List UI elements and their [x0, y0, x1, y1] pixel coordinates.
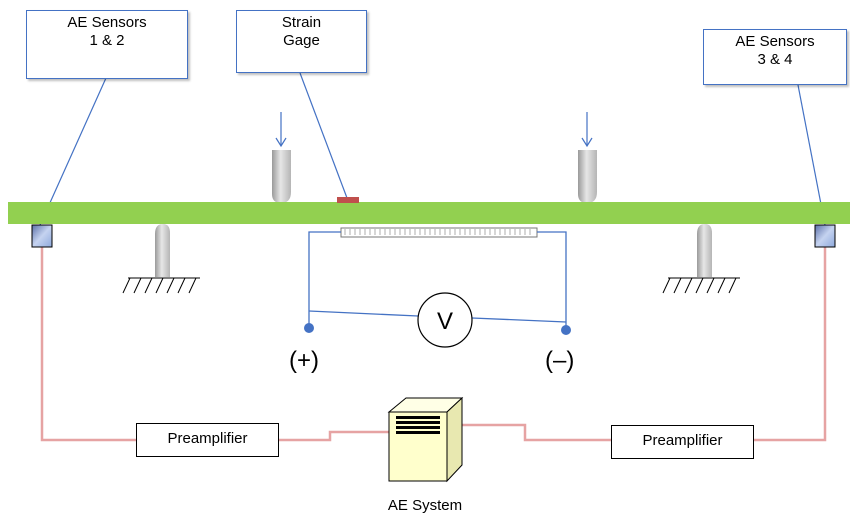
strain-gage — [337, 197, 359, 203]
callout-line-1: AE Sensors — [67, 14, 147, 31]
negative-terminal — [561, 325, 571, 335]
load-arrow-icon — [275, 112, 287, 148]
callout-ae-sensors-1-2: AE Sensors 1 & 2 — [26, 10, 188, 79]
preamplifier-right: Preamplifier — [611, 425, 754, 459]
callout-line-2: Gage — [283, 32, 320, 49]
positive-terminal — [304, 323, 314, 333]
voltage-circuit — [308, 231, 567, 329]
positive-terminal-label: (+) — [289, 347, 319, 374]
callout-strain-gage: Strain Gage — [236, 10, 367, 73]
loading-nose — [272, 150, 291, 203]
computer-tower-icon — [387, 396, 464, 483]
load-arrow-icon — [581, 112, 593, 148]
voltmeter-symbol: V — [437, 308, 453, 335]
callout-ae-sensors-3-4: AE Sensors 3 & 4 — [703, 29, 847, 85]
ae-system-label: AE System — [387, 497, 463, 514]
callout-line-2: 1 & 2 — [89, 32, 125, 49]
loading-nose — [578, 150, 597, 203]
voltmeter — [417, 292, 473, 348]
preamplifier-left: Preamplifier — [136, 423, 279, 457]
negative-terminal-label: (–) — [545, 347, 575, 374]
specimen-beam — [8, 202, 850, 224]
support-icon — [155, 224, 170, 277]
leader-line-strain-gage — [299, 72, 348, 199]
sensor-icon — [31, 224, 53, 248]
leader-line-ae-right — [797, 84, 826, 226]
callout-line-1: Strain — [281, 14, 322, 31]
strain-gage-detail — [340, 227, 538, 238]
callout-line-1: AE Sensors — [735, 33, 815, 50]
sensor-icon — [814, 224, 836, 248]
callout-line-2: 3 & 4 — [757, 51, 793, 68]
sensor-cable — [40, 247, 827, 442]
leader-line-ae-left — [39, 77, 107, 226]
support-icon — [697, 224, 712, 277]
ground-hatch-icon — [122, 277, 200, 294]
ground-hatch-icon — [662, 277, 740, 294]
